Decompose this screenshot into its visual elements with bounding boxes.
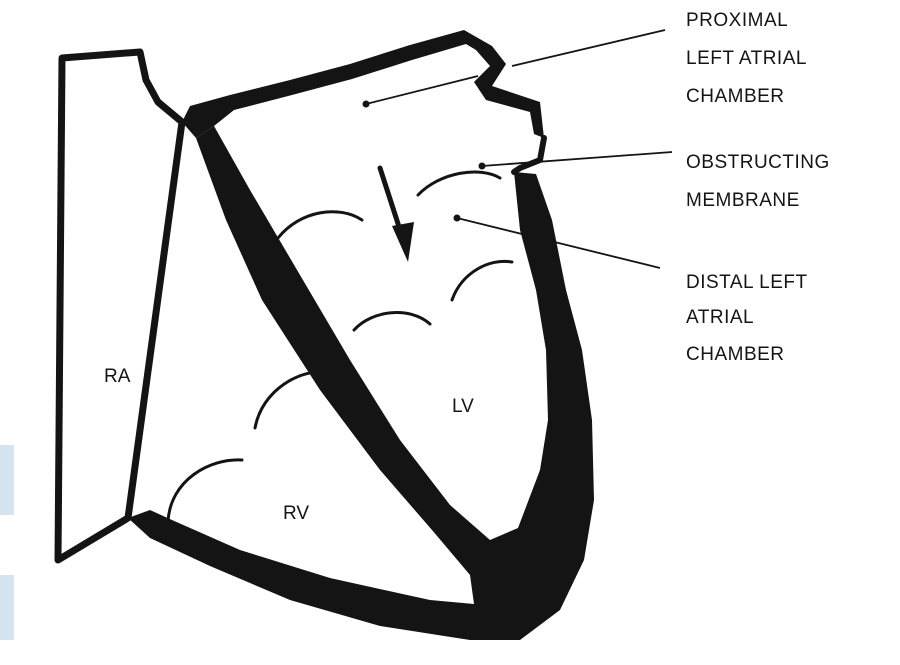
callout-proximal-line-2: LEFT ATRIAL <box>686 48 807 69</box>
mitral-leaflet-left <box>354 313 430 330</box>
left-atrium-right-wall <box>514 138 544 172</box>
left-edge-tab-lower <box>0 575 14 640</box>
callout-distal-line-2: ATRIAL <box>686 307 754 328</box>
flow-arrow <box>380 168 414 262</box>
proximal-leader-outer <box>512 30 665 66</box>
left-atrium-top-wall <box>182 30 544 138</box>
septum-and-ventricle-wall <box>128 126 594 640</box>
membrane-arc-left <box>278 212 362 238</box>
membrane-arc-right <box>418 172 500 195</box>
callout-membrane: OBSTRUCTING MEMBRANE <box>686 152 830 211</box>
callout-proximal-line-3: CHAMBER <box>686 86 785 107</box>
left-edge-tab-upper <box>0 445 14 515</box>
callout-membrane-line-1: OBSTRUCTING <box>686 152 830 173</box>
membrane-leader <box>482 152 672 166</box>
right-atrium-wall <box>58 52 182 560</box>
tricuspid-leaflet-lower <box>168 460 242 522</box>
label-rv: RV <box>283 503 309 524</box>
callout-distal-line-1: DISTAL LEFT <box>686 272 808 293</box>
label-ra: RA <box>104 366 131 387</box>
callout-distal: DISTAL LEFT ATRIAL CHAMBER <box>686 272 808 365</box>
callout-membrane-line-2: MEMBRANE <box>686 190 800 211</box>
callout-proximal-line-1: PROXIMAL <box>686 10 788 31</box>
proximal-leader-inner <box>366 76 478 104</box>
callout-distal-line-3: CHAMBER <box>686 344 785 365</box>
callout-proximal: PROXIMAL LEFT ATRIAL CHAMBER <box>686 10 807 107</box>
label-lv: LV <box>452 396 474 417</box>
mitral-leaflet-right <box>452 261 512 300</box>
